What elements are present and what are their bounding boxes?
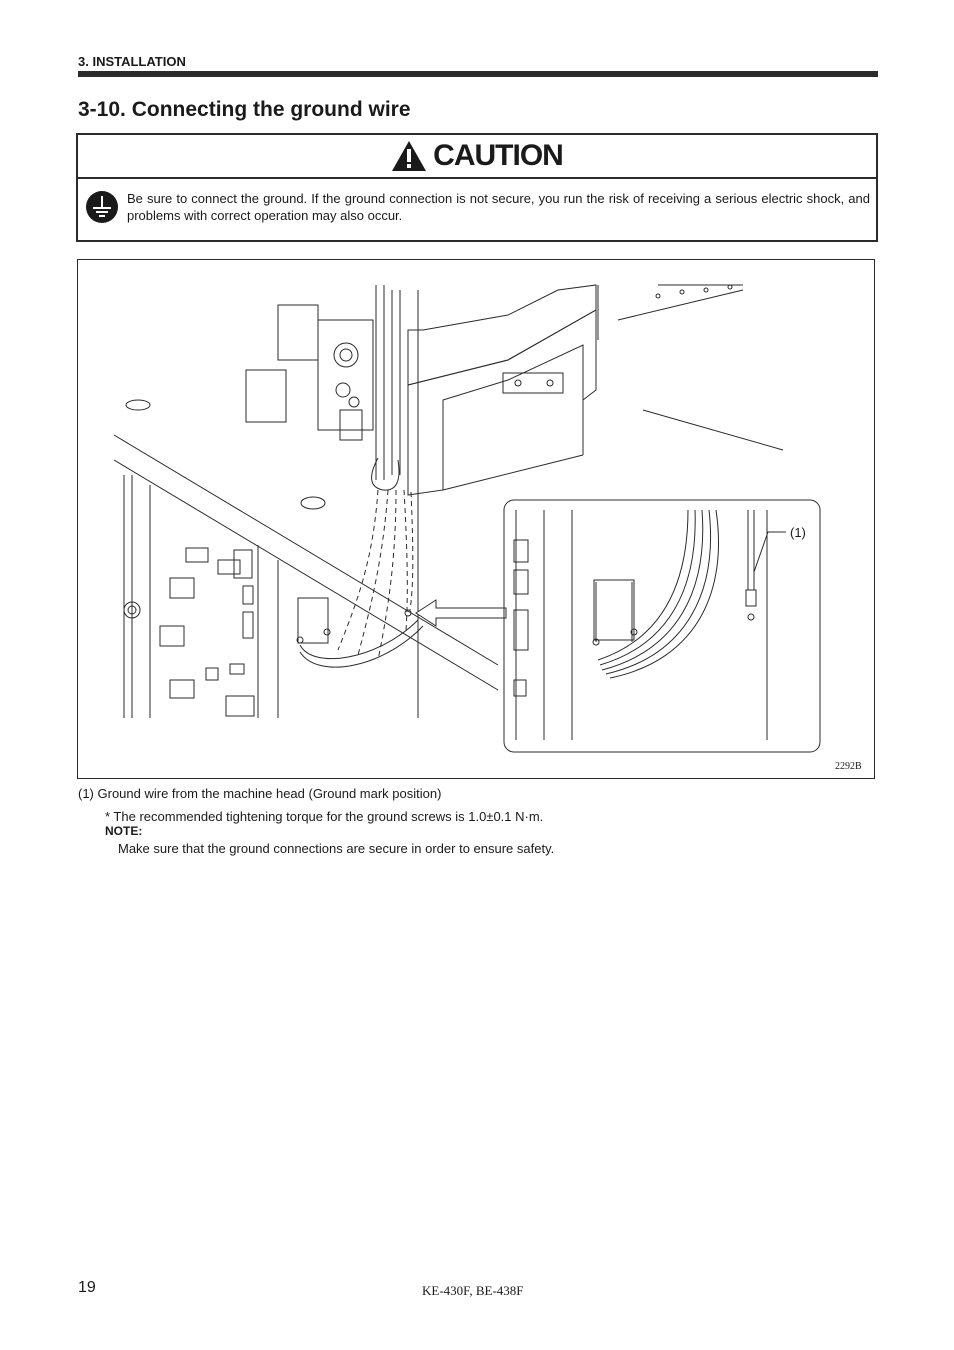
ground-wire-illustration	[113, 284, 821, 753]
callout-description: (1) Ground wire from the machine head (G…	[78, 786, 442, 801]
caution-header: CAUTION	[78, 135, 876, 179]
caution-text: Be sure to connect the ground. If the gr…	[127, 191, 870, 223]
page-title: 3-10. Connecting the ground wire	[78, 98, 411, 121]
installation-figure: (1)	[77, 259, 875, 779]
page-number: 19	[78, 1279, 96, 1296]
model-name: KE-430F, BE-438F	[422, 1283, 524, 1298]
torque-note: * The recommended tightening torque for …	[105, 809, 544, 824]
note-label: NOTE:	[105, 824, 143, 838]
note-text: Make sure that the ground connections ar…	[118, 841, 555, 856]
section-label: 3. INSTALLATION	[78, 54, 186, 69]
ground-symbol-icon	[86, 191, 118, 223]
figure-callout-1: (1)	[790, 525, 806, 540]
caution-box: CAUTION Be sure to connect the ground. I…	[76, 133, 878, 242]
header-rule	[78, 71, 878, 77]
figure-code: 2292B	[835, 761, 862, 772]
caution-title: CAUTION	[433, 139, 564, 172]
warning-triangle-icon	[392, 141, 427, 171]
